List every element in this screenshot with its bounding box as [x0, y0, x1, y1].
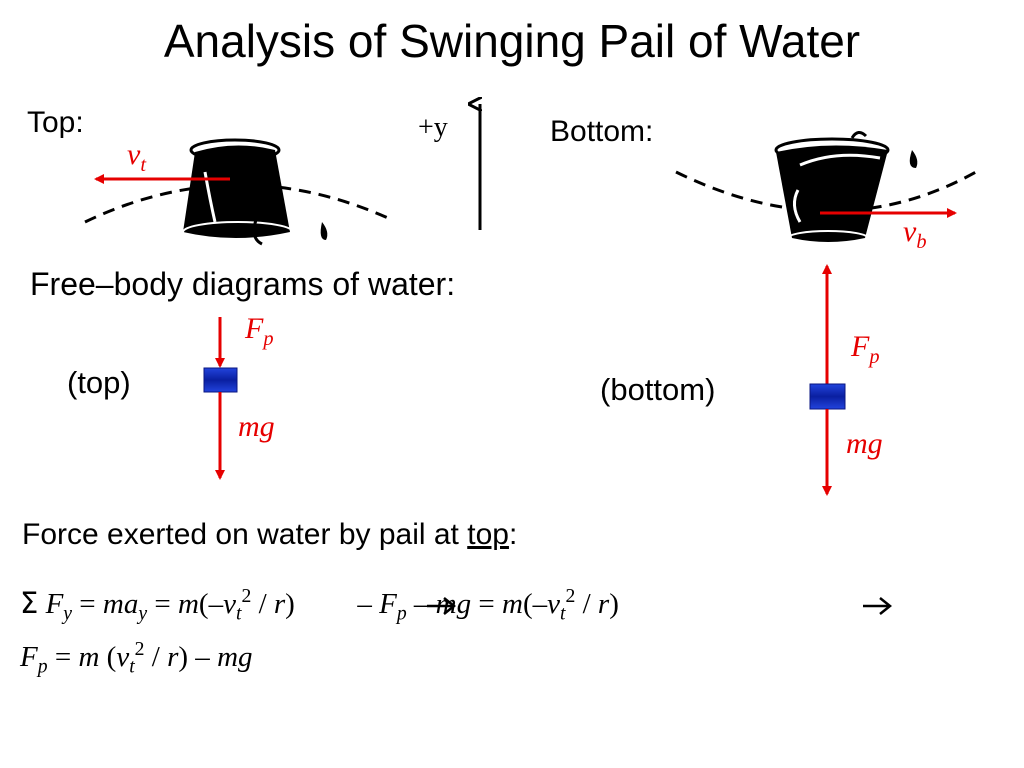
v-top-sub: t — [140, 154, 146, 177]
fbd-bottom-label: (bottom) — [600, 372, 716, 407]
v-bottom-label: vb — [903, 215, 927, 254]
bottom-position-label: Bottom: — [550, 115, 654, 148]
plus-y-label: +y — [418, 112, 448, 143]
fbd-top-mg-label: mg — [238, 410, 275, 443]
force-heading-underlined: top — [467, 518, 509, 551]
top-path-dashed — [84, 183, 389, 224]
force-heading-colon: : — [508, 518, 518, 551]
v-bottom-base: v — [903, 215, 917, 248]
implies-arrow-icon — [427, 597, 457, 615]
force-heading-text: Force exerted on water by pail at — [22, 518, 468, 551]
fbd-top-water-block — [203, 367, 238, 393]
fbd-bottom-fp-label: Fp — [851, 330, 880, 369]
fbd-heading: Free–body diagrams of water: — [30, 266, 456, 302]
slide-title: Analysis of Swinging Pail of Water — [163, 15, 861, 67]
fbd-top-fp-label: Fp — [245, 312, 274, 351]
implies-arrow-icon — [863, 597, 893, 615]
equation-line-2: Fp = m (vt2 / r) – mg — [20, 638, 253, 678]
top-position-label: Top: — [27, 106, 84, 139]
equation-line-1: Σ Fy = may = m(–vt2 / r) – Fp – mg = m(–… — [20, 585, 619, 625]
v-top-base: v — [127, 138, 141, 171]
fbd-top-label: (top) — [67, 365, 131, 400]
bottom-pail-icon — [774, 131, 918, 246]
v-bottom-sub: b — [916, 231, 927, 254]
fbd-bottom-mg-label: mg — [846, 427, 883, 460]
v-top-label: vt — [127, 138, 146, 177]
force-heading: Force exerted on water by pail at top: — [22, 518, 517, 552]
fbd-bottom-water-block — [809, 383, 846, 410]
top-pail-icon — [182, 138, 328, 246]
